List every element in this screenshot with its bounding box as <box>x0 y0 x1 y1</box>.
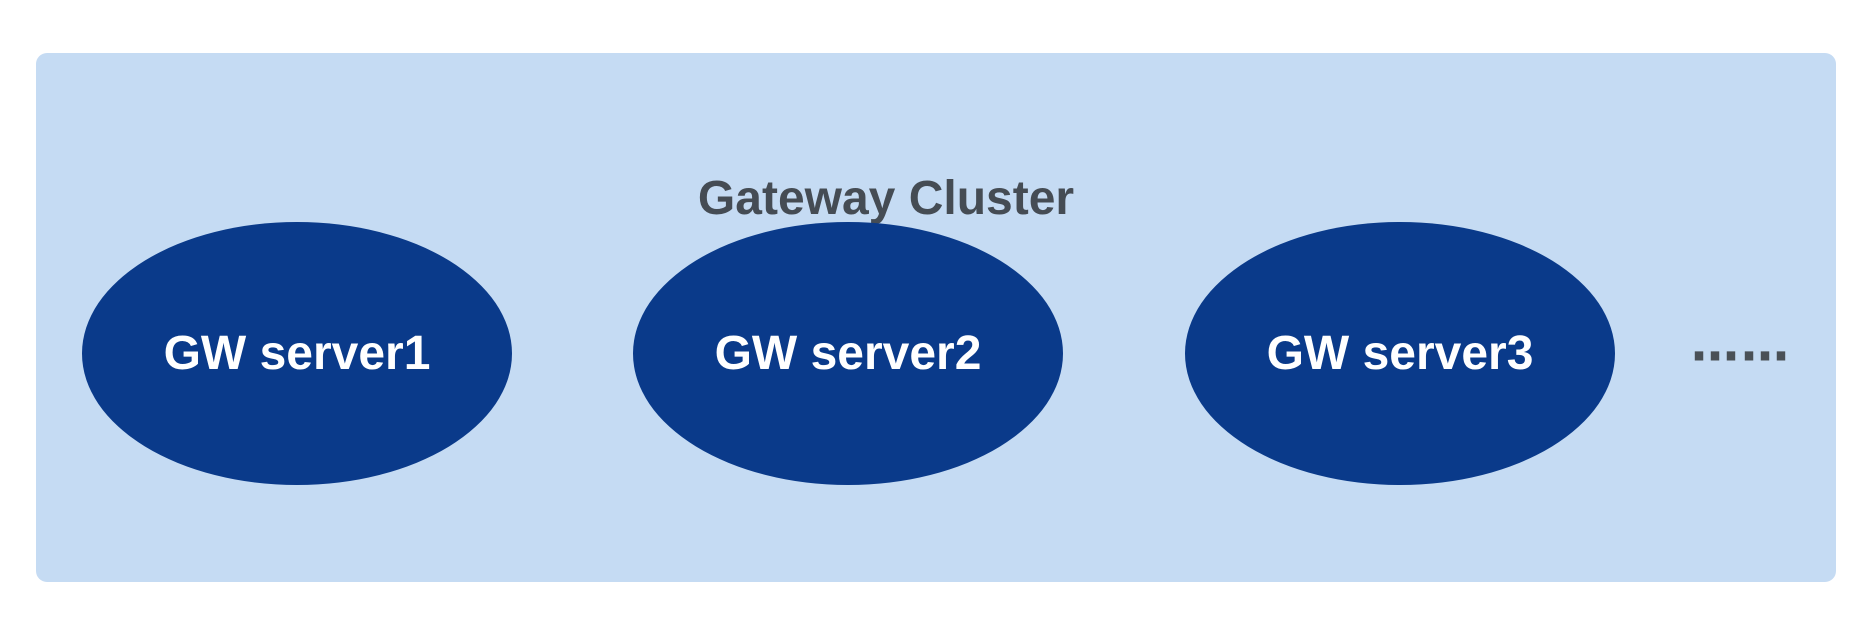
gw-server-2-label: GW server2 <box>714 327 982 380</box>
more-servers-indicator: …… <box>1691 222 1831 485</box>
gw-server-3-label: GW server3 <box>1266 327 1534 380</box>
gw-server-1-label: GW server1 <box>163 327 431 380</box>
ellipsis-icon: …… <box>1691 315 1791 372</box>
gateway-cluster-box: Gateway Cluster GW server1 GW server2 GW… <box>36 53 1836 582</box>
gw-server-node-2: GW server2 <box>633 222 1063 485</box>
gw-server-node-1: GW server1 <box>82 222 512 485</box>
cluster-title: Gateway Cluster <box>697 172 1075 225</box>
gw-server-node-3: GW server3 <box>1185 222 1615 485</box>
